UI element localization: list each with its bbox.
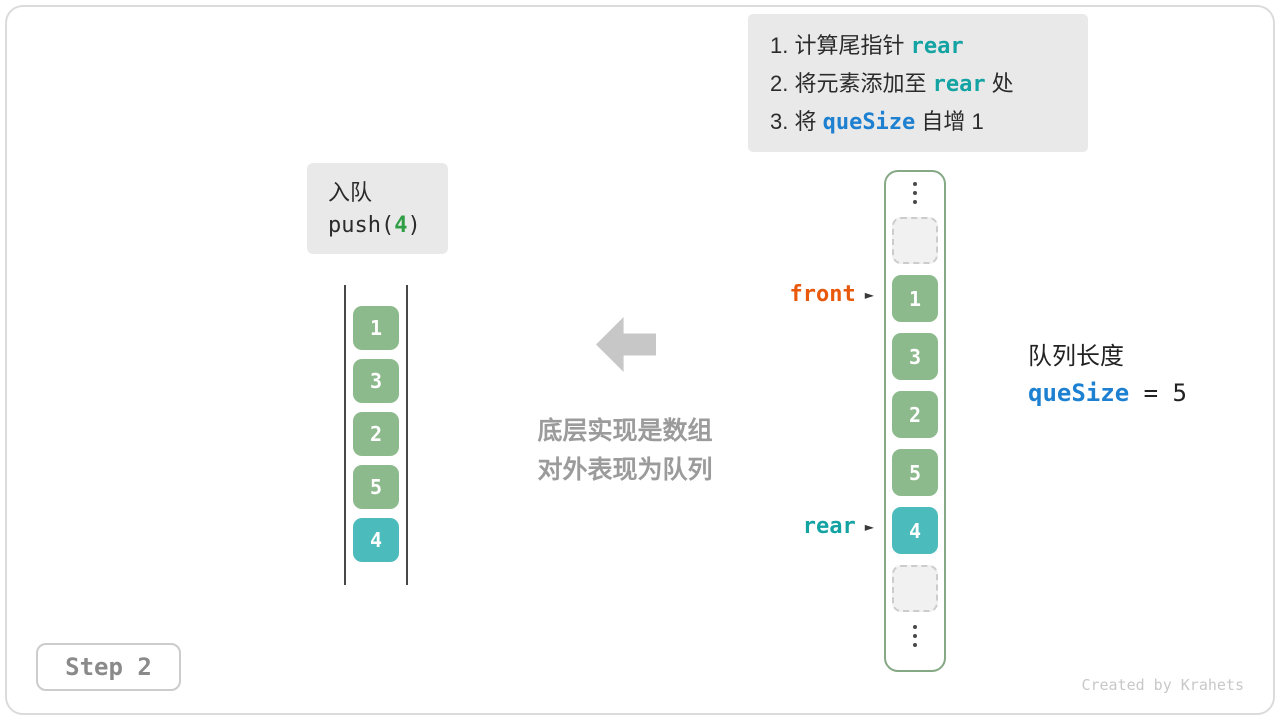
instruction-text: 3. 将 xyxy=(770,109,823,134)
front-label-text: front xyxy=(789,282,856,307)
push-call-text: push( xyxy=(328,213,395,238)
stack-cell: 1 xyxy=(353,306,399,350)
rear-label-text: rear xyxy=(802,514,856,539)
instruction-text: 处 xyxy=(985,71,1014,96)
instruction-text: 2. 将元素添加至 xyxy=(770,71,933,96)
code-rear: rear xyxy=(932,72,986,97)
push-call-text: ) xyxy=(407,213,421,238)
instruction-line-1: 1. 计算尾指针 rear xyxy=(770,27,1066,65)
stack-cell: 3 xyxy=(353,359,399,403)
credit-text: Created by Krahets xyxy=(1081,676,1244,694)
code-rear: rear xyxy=(910,34,964,59)
caption-line: 底层实现是数组 xyxy=(537,417,713,445)
front-pointer-label: front ► xyxy=(790,271,874,318)
push-arg: 4 xyxy=(394,213,408,238)
array-cell: 5 xyxy=(892,449,938,496)
queue-size-value: queSize = 5 xyxy=(1028,375,1187,412)
left-arrow-icon xyxy=(596,317,656,372)
stack-cell: 2 xyxy=(353,412,399,456)
instruction-text: 1. 计算尾指针 xyxy=(770,33,911,58)
array-cell: 3 xyxy=(892,333,938,380)
ellipsis-icon xyxy=(913,180,917,206)
instruction-line-3: 3. 将 queSize 自增 1 xyxy=(770,103,1066,141)
array-cell: 2 xyxy=(892,391,938,438)
stack-container: 1 3 2 5 4 xyxy=(344,285,408,585)
array-cell-front: 1 xyxy=(892,275,938,322)
rear-pointer-label: rear ► xyxy=(803,503,874,550)
caption-line: 对外表现为队列 xyxy=(537,456,713,484)
step-badge: Step 2 xyxy=(36,643,181,691)
stack-cell-new: 4 xyxy=(353,518,399,562)
pointer-arrow-icon: ► xyxy=(864,287,874,302)
center-caption: 底层实现是数组 对外表现为队列 xyxy=(495,412,755,490)
array-cell-rear: 4 xyxy=(892,507,938,554)
instruction-text: 自增 1 xyxy=(915,109,984,134)
enqueue-box: 入队 push(4) xyxy=(307,163,448,254)
instruction-box: 1. 计算尾指针 rear 2. 将元素添加至 rear 处 3. 将 queS… xyxy=(748,14,1088,152)
ellipsis-icon xyxy=(913,623,917,649)
empty-slot xyxy=(892,217,938,264)
enqueue-call: push(4) xyxy=(328,209,427,242)
stack-cell: 5 xyxy=(353,465,399,509)
queue-size-rest: = 5 xyxy=(1129,379,1187,407)
array-container: 1 3 2 5 4 xyxy=(884,170,946,672)
empty-slot xyxy=(892,565,938,612)
queue-length-label: 队列长度 xyxy=(1028,343,1124,370)
queue-length-info: 队列长度 queSize = 5 xyxy=(1028,338,1187,412)
instruction-line-2: 2. 将元素添加至 rear 处 xyxy=(770,65,1066,103)
code-quesize: queSize xyxy=(1028,379,1130,407)
pointer-arrow-icon: ► xyxy=(864,519,874,534)
code-quesize: queSize xyxy=(822,110,916,135)
enqueue-title: 入队 xyxy=(328,180,373,205)
